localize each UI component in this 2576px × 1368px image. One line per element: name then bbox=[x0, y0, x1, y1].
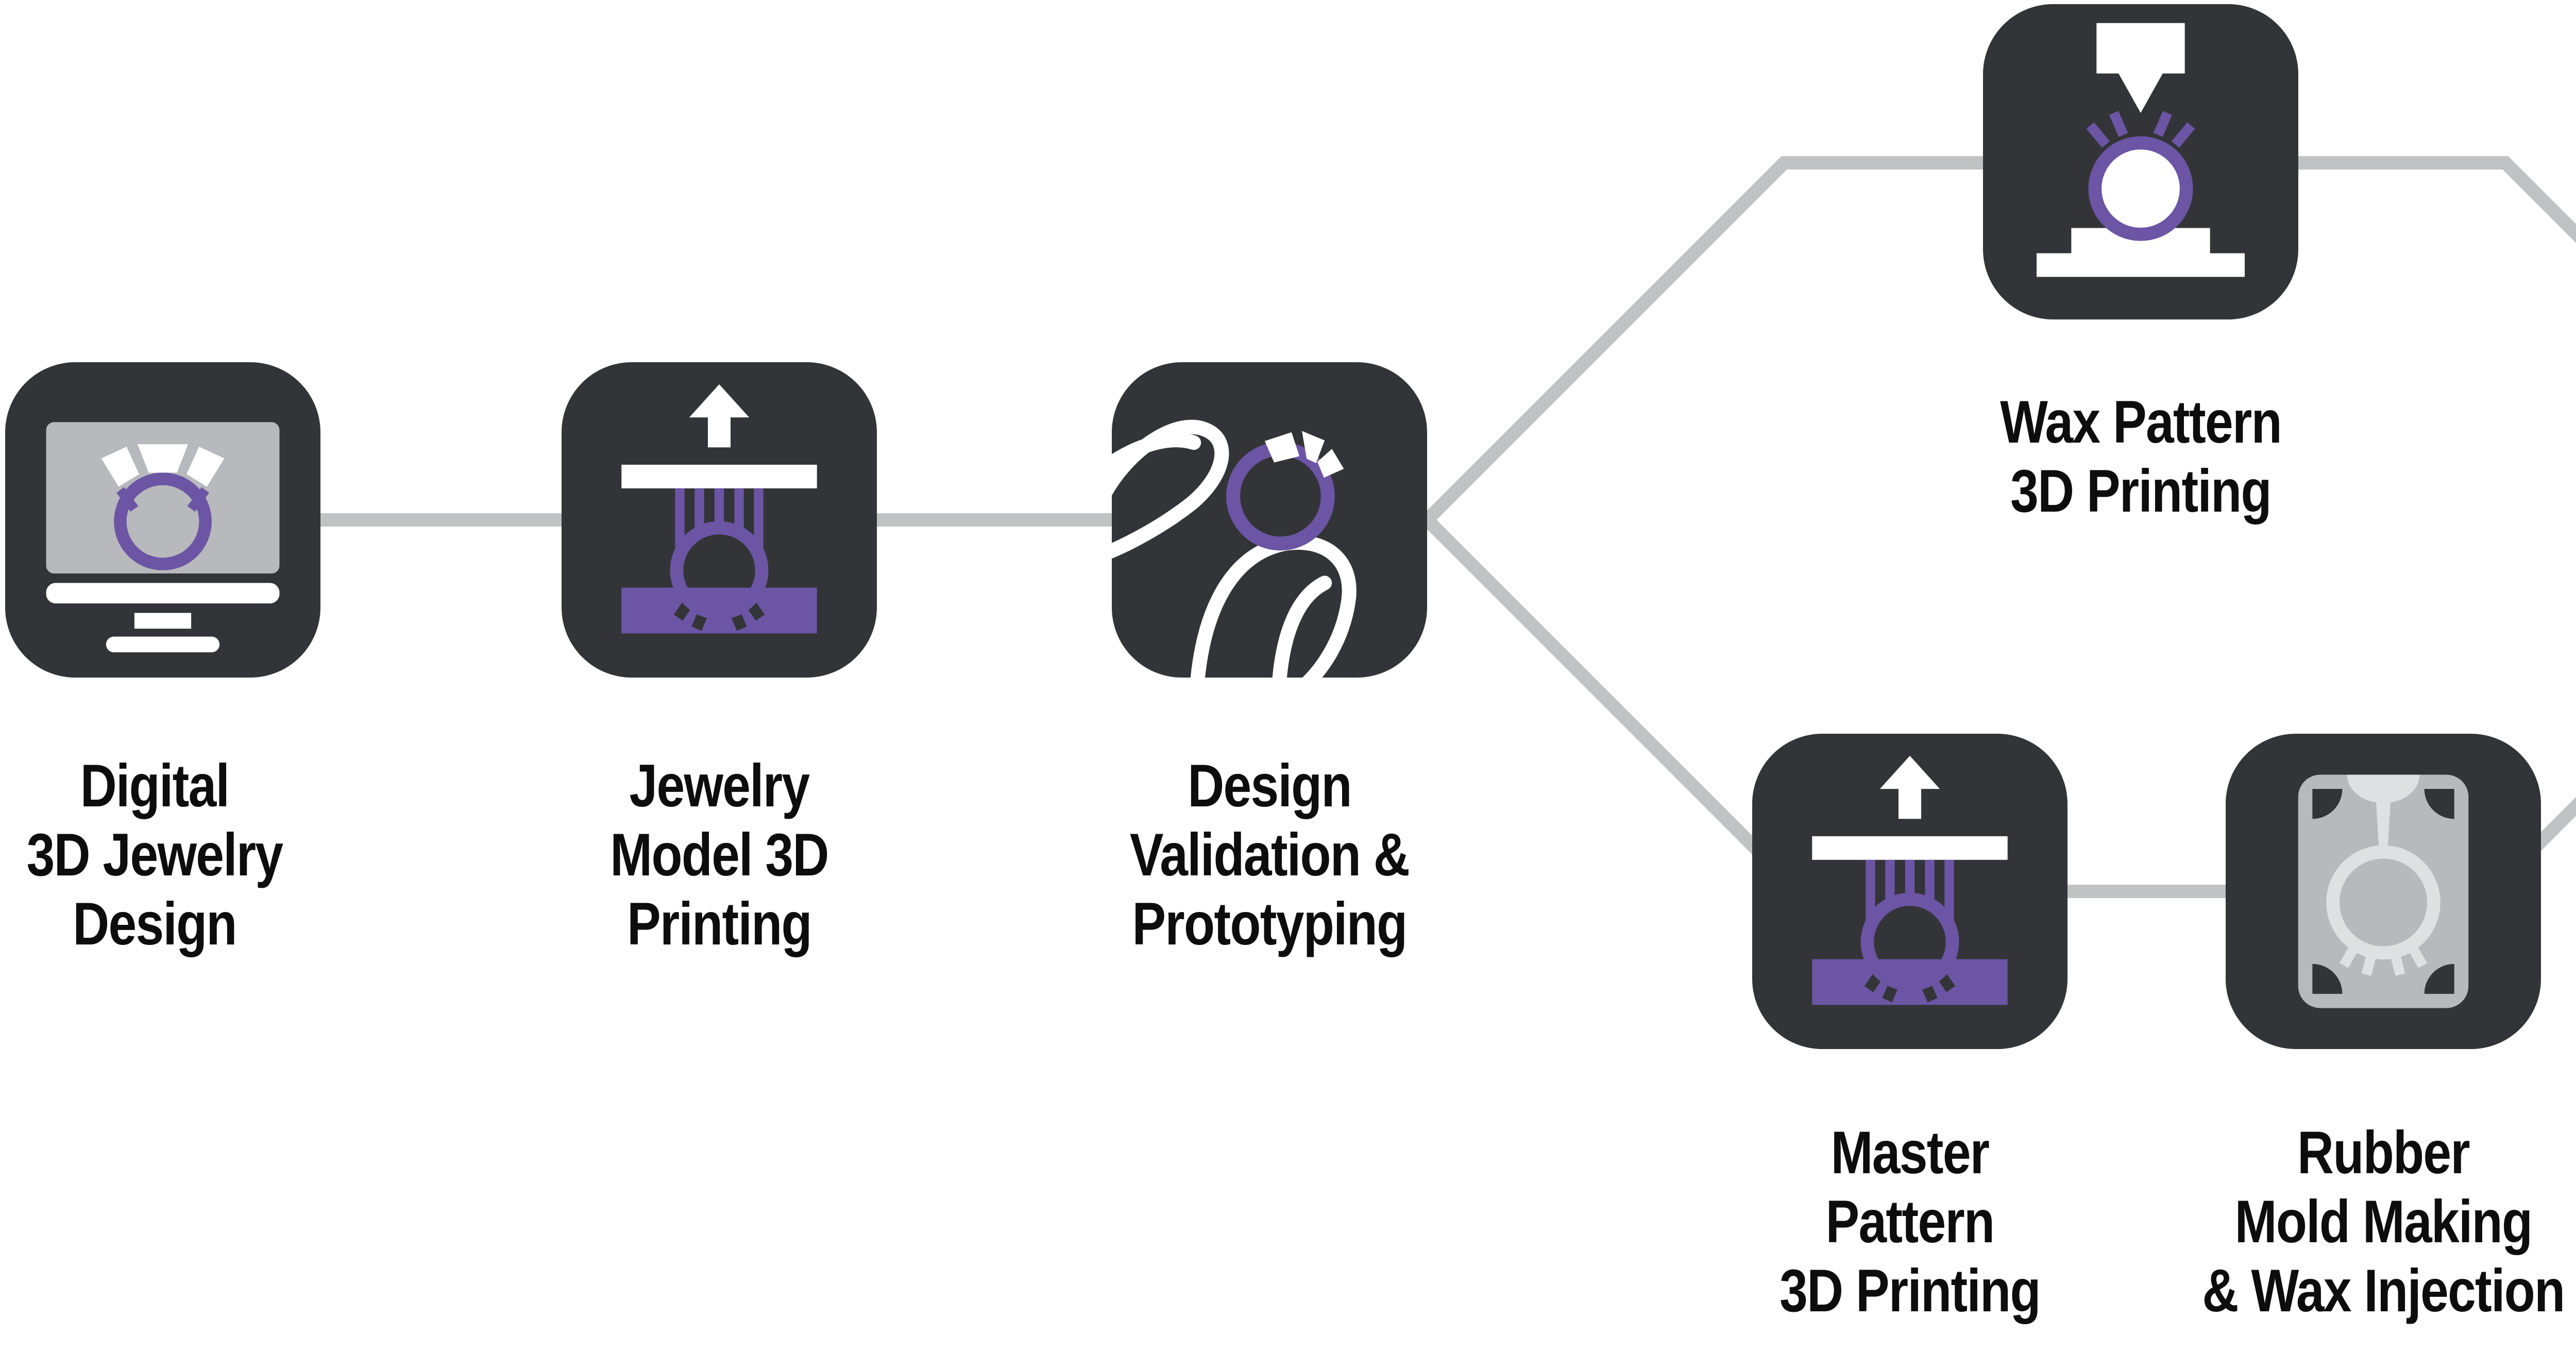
node-digital-3d-jewelry-design bbox=[5, 362, 320, 678]
label-line: Pattern bbox=[1825, 1188, 1995, 1255]
node-design-validation-prototyping bbox=[1112, 362, 1427, 678]
label-line: Jewelry bbox=[629, 752, 810, 819]
sla-printer-icon bbox=[1812, 755, 2008, 1005]
node-wax-pattern-3d-printing bbox=[1983, 4, 2298, 319]
label-line: Digital bbox=[80, 752, 230, 819]
rubber-mold-icon bbox=[2298, 774, 2469, 1008]
label-line: Prototyping bbox=[1132, 890, 1408, 957]
label-line: Rubber bbox=[2297, 1119, 2470, 1186]
sla-printer-icon bbox=[621, 384, 817, 634]
label-line: Model 3D bbox=[610, 821, 829, 888]
label-line: & Wax Injection bbox=[2202, 1257, 2566, 1324]
label-line: Mold Making bbox=[2234, 1188, 2533, 1255]
label-line: 3D Printing bbox=[1780, 1257, 2041, 1324]
label-wax-pattern-3d-printing: Wax Pattern 3D Printing bbox=[2000, 387, 2282, 526]
label-rubber-mold-making-wax-injection: Rubber Mold Making & Wax Injection bbox=[2202, 1118, 2566, 1325]
connector-bottom-branch bbox=[1422, 515, 2576, 898]
label-line: Master bbox=[1831, 1119, 1990, 1186]
label-line: Design bbox=[73, 890, 237, 957]
wax-printer-icon bbox=[2037, 23, 2245, 277]
label-line: Wax Pattern bbox=[2000, 388, 2282, 455]
monitor-ring-icon bbox=[46, 422, 280, 653]
label-design-validation-prototyping: Design Validation & Prototyping bbox=[1129, 751, 1410, 958]
label-line: 3D Jewelry bbox=[26, 821, 283, 888]
hand-ring-icon bbox=[1112, 419, 1357, 678]
node-rubber-mold-making-wax-injection bbox=[2226, 734, 2541, 1049]
label-line: Validation & bbox=[1129, 821, 1410, 888]
label-line: Printing bbox=[627, 890, 812, 957]
node-jewelry-model-3d-printing bbox=[562, 362, 877, 678]
label-digital-3d-jewelry-design: Digital 3D Jewelry Design bbox=[27, 751, 283, 958]
label-master-pattern-3d-printing: Master Pattern 3D Printing bbox=[1780, 1118, 2041, 1325]
node-master-pattern-3d-printing bbox=[1752, 734, 2067, 1049]
label-line: 3D Printing bbox=[2010, 457, 2272, 525]
label-line: Design bbox=[1188, 752, 1352, 819]
label-jewelry-model-3d-printing: Jewelry Model 3D Printing bbox=[610, 751, 829, 958]
